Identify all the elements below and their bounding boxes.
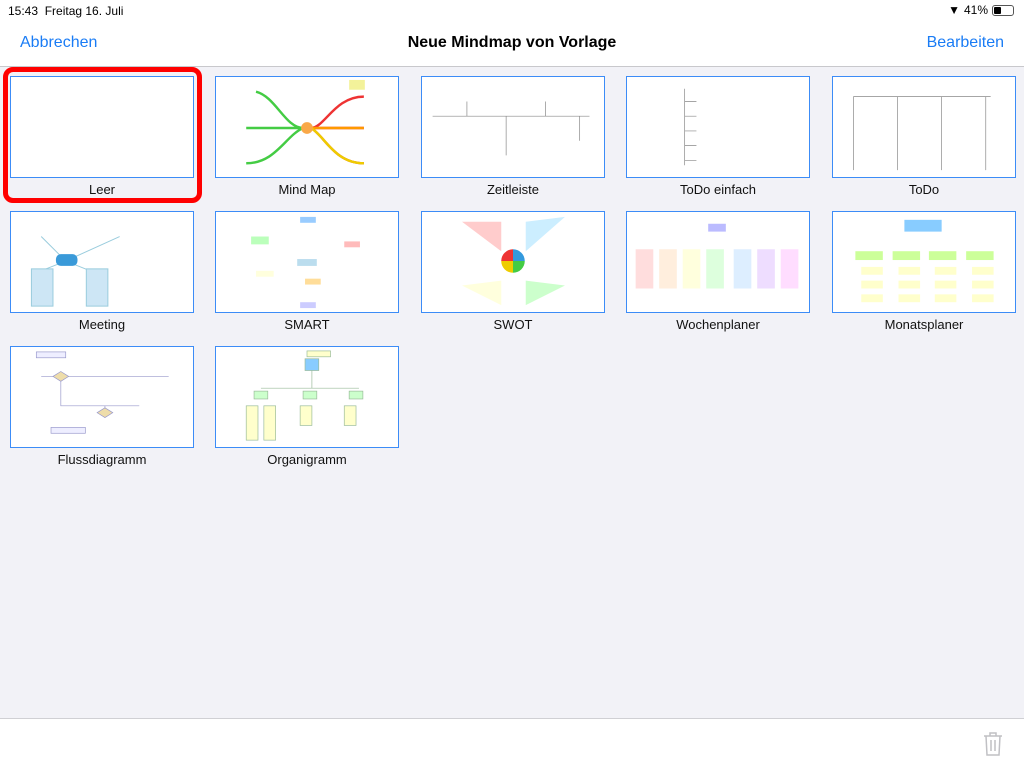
template-organigramm[interactable]: Organigramm [215, 337, 399, 467]
template-thumbnail [421, 76, 605, 178]
template-todo-einfach[interactable]: ToDo einfach [626, 67, 810, 197]
template-smart[interactable]: SMART [215, 202, 399, 332]
template-label: SMART [284, 317, 330, 332]
template-label: ToDo [908, 182, 940, 197]
date: Freitag 16. Juli [44, 4, 124, 18]
template-thumbnail [10, 211, 194, 313]
template-leer[interactable]: Leer [10, 67, 194, 197]
template-label: Monatsplaner [884, 317, 964, 332]
template-thumbnail [421, 211, 605, 313]
battery-icon [992, 4, 1014, 16]
template-thumbnail [215, 76, 399, 178]
template-label: Organigramm [267, 452, 347, 467]
trash-icon[interactable] [982, 731, 1004, 757]
template-label: Mind Map [278, 182, 336, 197]
template-todo[interactable]: ToDo [832, 67, 1016, 197]
template-meeting[interactable]: Meeting [10, 202, 194, 332]
template-label: Wochenplaner [676, 317, 760, 332]
template-label: Zeitleiste [486, 182, 540, 197]
template-thumbnail [10, 346, 194, 448]
template-thumbnail [626, 211, 810, 313]
template-zeitleiste[interactable]: Zeitleiste [421, 67, 605, 197]
edit-button[interactable]: Bearbeiten [926, 34, 1004, 51]
template-thumbnail [10, 76, 194, 178]
status-bar: 15:43 Freitag 16. Juli ▼ 41% [0, 0, 1024, 22]
template-thumbnail [215, 346, 399, 448]
template-thumbnail [215, 211, 399, 313]
navigation-bar: Abbrechen Neue Mindmap von Vorlage Bearb… [0, 22, 1024, 67]
time: 15:43 [8, 4, 39, 18]
template-flussdiagramm[interactable]: Flussdiagramm [10, 337, 194, 467]
template-label: SWOT [493, 317, 533, 332]
template-label: Flussdiagramm [57, 452, 147, 467]
template-thumbnail [832, 76, 1016, 178]
template-label: ToDo einfach [680, 182, 756, 197]
template-wochenplaner[interactable]: Wochenplaner [626, 202, 810, 332]
template-swot[interactable]: SWOT [421, 202, 605, 332]
wifi-icon: ▼ [948, 3, 960, 17]
bottom-toolbar [0, 718, 1024, 768]
template-monatsplaner[interactable]: Monatsplaner [832, 202, 1016, 332]
template-mind-map[interactable]: Mind Map [215, 67, 399, 197]
battery-percent: 41% [963, 3, 988, 17]
page-title: Neue Mindmap von Vorlage [407, 34, 617, 51]
cancel-button[interactable]: Abbrechen [20, 34, 98, 51]
template-label: Leer [88, 182, 116, 197]
template-thumbnail [832, 211, 1016, 313]
template-thumbnail [626, 76, 810, 178]
template-label: Meeting [78, 317, 126, 332]
